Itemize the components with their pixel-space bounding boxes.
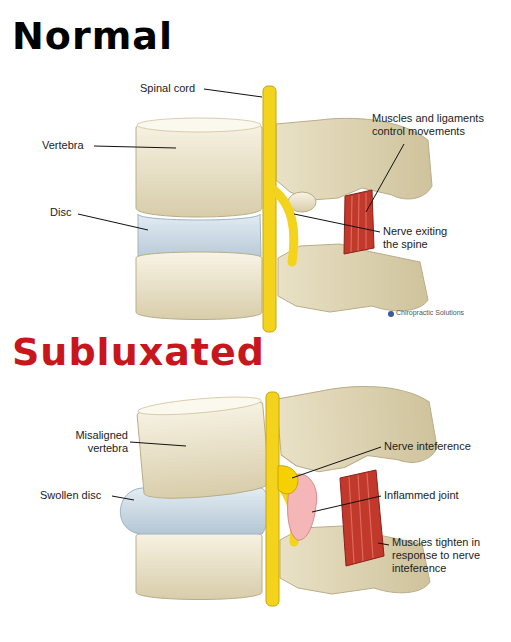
logo-mark xyxy=(388,311,394,317)
part-label: Spinal cord xyxy=(140,82,202,95)
leader-line xyxy=(294,214,380,232)
vertebra-top xyxy=(137,394,262,419)
part-label: Vertebra xyxy=(42,139,94,152)
leader-line xyxy=(366,144,404,212)
spinal-cord xyxy=(266,392,279,606)
vertebra-body xyxy=(136,252,262,320)
leader-line xyxy=(378,543,389,545)
vertebra-arch xyxy=(276,380,439,475)
title-heading: Normal xyxy=(12,14,312,60)
tight-muscle xyxy=(340,470,384,566)
leader-line xyxy=(112,496,134,500)
part-label: Swollen disc xyxy=(40,489,112,502)
title-heading: Subluxated xyxy=(12,330,392,376)
leader-line xyxy=(312,496,381,512)
spinal-nerve xyxy=(274,190,294,262)
leader-line xyxy=(204,89,262,97)
muscle-fibres xyxy=(349,473,373,563)
vertebra-arch xyxy=(278,244,428,312)
nerve-interference xyxy=(278,466,298,494)
leader-line xyxy=(130,442,186,446)
part-label: Disc xyxy=(50,206,78,219)
spinal-cord xyxy=(263,86,276,332)
leader-line xyxy=(94,146,176,148)
muscle-fibres xyxy=(351,193,366,252)
part-label: Misaligned vertebra xyxy=(58,429,128,455)
vertebra-top xyxy=(137,118,261,132)
part-label: Nerve exiting the spine xyxy=(383,225,463,251)
part-label: Nerve inteference xyxy=(384,440,494,453)
vertebra-body xyxy=(136,119,262,217)
part-label: Muscles and ligaments control movements xyxy=(372,112,497,138)
watermark: Chiropractic Solutions xyxy=(396,309,486,317)
part-label: Muscles tighten in response to nerve int… xyxy=(392,536,488,576)
leader-line xyxy=(78,214,148,230)
leader-lines xyxy=(78,89,404,545)
part-label: Inflammed joint xyxy=(384,489,494,502)
leader-line xyxy=(292,447,381,478)
vertebra-body xyxy=(136,530,262,600)
muscle xyxy=(344,190,374,254)
